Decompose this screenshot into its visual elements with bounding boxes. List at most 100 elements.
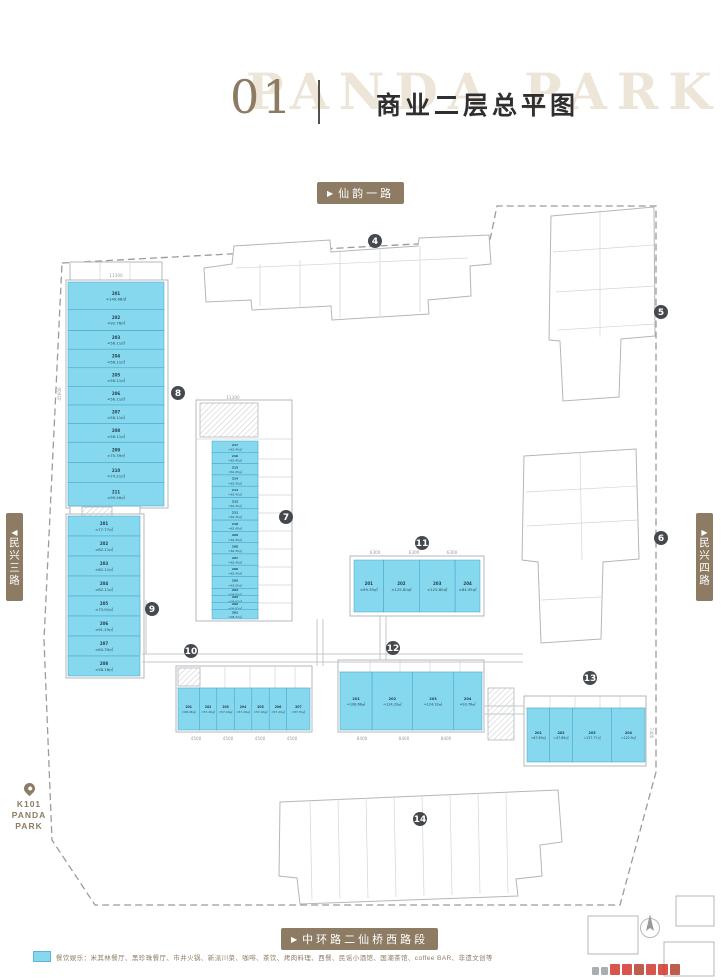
svg-text:≈62.45㎡: ≈62.45㎡ — [228, 493, 242, 497]
svg-text:≈57.20㎡: ≈57.20㎡ — [236, 709, 250, 714]
svg-text:≈62.11㎡: ≈62.11㎡ — [95, 567, 113, 572]
svg-text:4: 4 — [372, 237, 378, 247]
svg-text:205: 205 — [257, 705, 263, 709]
unit-9-203: 203≈62.11㎡ — [67, 555, 141, 577]
badge-building-14: 14 — [413, 812, 427, 826]
dimension-label: 4500 — [191, 736, 202, 741]
unit-9-206: 206≈91.25㎡ — [67, 615, 141, 637]
unit-9-207: 207≈64.35㎡ — [67, 635, 141, 657]
svg-text:≈57.20㎡: ≈57.20㎡ — [254, 709, 268, 714]
dimension-label: 11300 — [226, 395, 240, 400]
badge-building-11: 11 — [415, 536, 429, 550]
svg-text:≈77.77㎡: ≈77.77㎡ — [95, 527, 113, 532]
unit-11-204: 204≈84.95㎡ — [454, 559, 481, 613]
unit-7-209: 209≈62.45㎡ — [211, 531, 259, 543]
svg-text:209: 209 — [112, 448, 121, 453]
section-number: 01 — [230, 70, 295, 124]
svg-text:202: 202 — [389, 697, 397, 701]
unit-7-211: 211≈62.45㎡ — [211, 508, 259, 521]
svg-text:≈56.11㎡: ≈56.11㎡ — [107, 359, 125, 364]
unit-10-206: 206≈57.20㎡ — [268, 687, 287, 731]
svg-text:203: 203 — [429, 697, 437, 701]
landmark-line-2: PANDA — [11, 810, 47, 821]
building-4-outline — [203, 234, 492, 321]
dimension-label: 8400 — [399, 736, 410, 741]
arrow-right-icon: ▶ — [327, 188, 334, 198]
badge-building-7: 7 — [279, 510, 293, 524]
unit-8-208: 208≈56.11㎡ — [67, 423, 165, 443]
arrow-right-icon: ▶ — [700, 527, 709, 537]
svg-text:205: 205 — [100, 601, 109, 606]
svg-text:≈67.89㎡: ≈67.89㎡ — [531, 735, 547, 740]
svg-text:202: 202 — [112, 315, 121, 320]
unit-7-210: 210≈62.45㎡ — [211, 519, 259, 532]
svg-text:203: 203 — [589, 731, 597, 735]
svg-text:207: 207 — [232, 556, 238, 560]
unit-7-213: 213≈62.45㎡ — [211, 485, 259, 498]
landmark-line-3: PARK — [15, 821, 43, 832]
road-label-top: ▶ 仙韵一路 — [317, 182, 405, 204]
road-name-bottom: 中环路二仙桥西路段 — [302, 934, 429, 946]
svg-text:204: 204 — [112, 354, 121, 359]
svg-text:≈68.48㎡: ≈68.48㎡ — [182, 709, 196, 714]
dimension-label: 4500 — [287, 736, 298, 741]
svg-text:14: 14 — [414, 815, 427, 825]
svg-text:≈125.80㎡: ≈125.80㎡ — [391, 587, 411, 592]
svg-text:202: 202 — [232, 602, 238, 606]
unit-7-212: 212≈62.45㎡ — [211, 497, 259, 510]
svg-text:213: 213 — [232, 488, 238, 492]
svg-text:≈137.77㎡: ≈137.77㎡ — [584, 735, 602, 740]
dimension-label: 6300 — [409, 550, 420, 555]
badge-building-8: 8 — [171, 386, 185, 400]
svg-text:202: 202 — [100, 541, 109, 546]
landmark-k101: K101 PANDA PARK — [6, 780, 52, 832]
svg-text:203: 203 — [433, 581, 442, 586]
svg-text:≈62.11㎡: ≈62.11㎡ — [95, 547, 113, 552]
svg-text:≈47.89㎡: ≈47.89㎡ — [553, 735, 569, 740]
unit-11-203: 203≈125.80㎡ — [419, 559, 456, 613]
svg-text:≈75.39㎡: ≈75.39㎡ — [107, 453, 125, 458]
svg-text:≈62.45㎡: ≈62.45㎡ — [228, 538, 242, 542]
svg-text:201: 201 — [535, 731, 543, 735]
svg-text:204: 204 — [100, 581, 109, 586]
svg-text:203: 203 — [100, 561, 109, 566]
svg-text:202: 202 — [205, 705, 211, 709]
svg-text:204: 204 — [464, 697, 472, 701]
svg-text:9: 9 — [149, 605, 155, 615]
svg-text:203: 203 — [112, 335, 121, 340]
svg-text:≈84.95㎡: ≈84.95㎡ — [459, 587, 477, 592]
unit-9-205: 205≈73.91㎡ — [67, 595, 141, 617]
svg-text:209: 209 — [232, 533, 238, 537]
svg-text:≈92.76㎡: ≈92.76㎡ — [107, 321, 125, 326]
svg-text:≈34.93㎡: ≈34.93㎡ — [228, 593, 242, 597]
svg-text:214: 214 — [232, 477, 238, 481]
svg-text:≈57.20㎡: ≈57.20㎡ — [201, 709, 215, 714]
background-watermark: PANDA PARK — [246, 62, 721, 121]
svg-text:≈48.17㎡: ≈48.17㎡ — [228, 615, 242, 619]
stair-core — [177, 667, 201, 687]
unit-9-202: 202≈62.11㎡ — [67, 535, 141, 557]
svg-text:≈62.45㎡: ≈62.45㎡ — [228, 560, 242, 564]
compass-icon — [640, 914, 660, 938]
dimension-label: 45600 — [57, 387, 62, 401]
unit-8-203: 203≈56.11㎡ — [67, 330, 165, 350]
svg-text:≈34.93㎡: ≈34.93㎡ — [228, 607, 242, 611]
svg-text:201: 201 — [365, 581, 374, 586]
dimension-label: 4500 — [255, 736, 266, 741]
stair-core — [199, 402, 259, 438]
svg-text:≈62.45㎡: ≈62.45㎡ — [228, 504, 242, 508]
unit-11-202: 202≈125.80㎡ — [383, 559, 420, 613]
svg-text:≈56.11㎡: ≈56.11㎡ — [107, 415, 125, 420]
stair-core — [81, 506, 113, 518]
svg-text:≈124.33㎡: ≈124.33㎡ — [424, 701, 443, 706]
svg-text:≈62.45㎡: ≈62.45㎡ — [228, 549, 242, 553]
svg-text:≈99.35㎡: ≈99.35㎡ — [360, 587, 378, 592]
svg-text:203: 203 — [222, 705, 228, 709]
unit-7-214: 214≈62.45㎡ — [211, 474, 259, 487]
svg-text:≈34.93㎡: ≈34.93㎡ — [228, 600, 242, 604]
svg-text:201: 201 — [112, 291, 121, 296]
svg-text:203: 203 — [232, 595, 238, 599]
badge-building-5: 5 — [654, 305, 668, 319]
dimension-label: 6300 — [447, 550, 458, 555]
